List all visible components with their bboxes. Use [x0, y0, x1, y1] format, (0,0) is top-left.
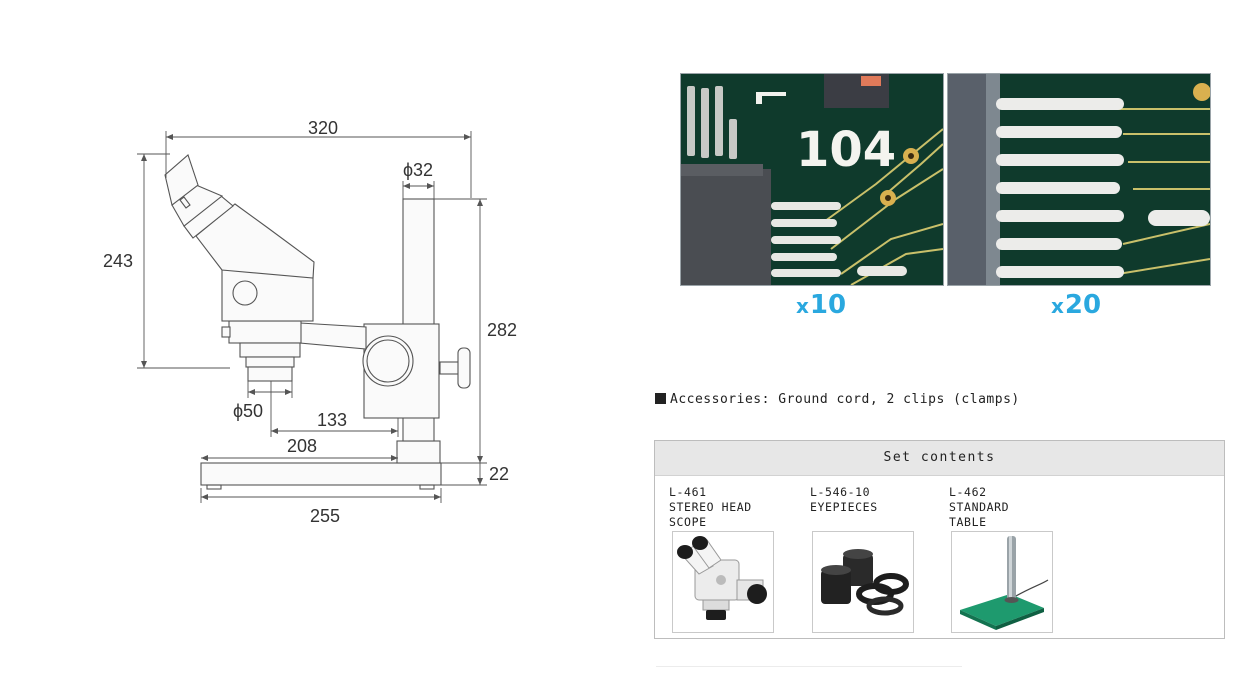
stereo-head-thumbnail [672, 531, 774, 633]
magnification-x10: x10 [781, 290, 861, 320]
item-code: L-546-10 [810, 485, 871, 499]
item-code: L-462 [949, 485, 987, 499]
pcb-x10-image: 104 [681, 74, 943, 285]
set-contents-box: Set contents L-461 STEREO HEAD SCOPE L-5… [654, 440, 1225, 639]
dim-base-thickness: 22 [489, 464, 509, 484]
accessories-text: Accessories: Ground cord, 2 clips (clamp… [670, 392, 1020, 407]
dim-height-left: 243 [103, 251, 133, 271]
mag-prefix-x10: x [795, 294, 809, 318]
dim-reach: 133 [317, 410, 347, 430]
item-name: EYEPIECES [810, 500, 878, 514]
standard-table-icon [960, 536, 1049, 630]
dim-base-width: 255 [310, 506, 340, 526]
stereo-head-icon [677, 536, 767, 620]
pcb-photo-x10: 104 [680, 73, 944, 286]
set-item-standard-table: L-462 STANDARD TABLE [949, 485, 1009, 530]
microscope-dimension-drawing: 320 243 ϕ32 282 ϕ50 133 208 22 255 [103, 118, 517, 526]
dim-pillar-diameter: ϕ32 [403, 160, 433, 180]
set-item-eyepieces: L-546-10 EYEPIECES [810, 485, 878, 515]
item-code: L-461 [669, 485, 707, 499]
dim-height-right: 282 [487, 320, 517, 340]
eyepieces-thumbnail [812, 531, 914, 633]
bullet-square-icon [655, 393, 666, 404]
mag-prefix-x20: x [1050, 294, 1064, 318]
pcb-x20-image [948, 74, 1210, 285]
dim-width-total: 320 [308, 118, 338, 138]
pcb-photo-x20 [947, 73, 1211, 286]
magnification-x20: x20 [1036, 290, 1116, 320]
pcb-chip-label: 104 [796, 122, 896, 178]
item-name: STANDARD TABLE [949, 500, 1010, 529]
mag-value-x10: 10 [809, 290, 847, 320]
accessories-note: Accessories: Ground cord, 2 clips (clamp… [655, 392, 1020, 407]
standard-table-thumbnail [951, 531, 1053, 633]
set-item-stereo-head: L-461 STEREO HEAD SCOPE [669, 485, 752, 530]
eyepieces-icon [821, 549, 909, 616]
item-name: STEREO HEAD SCOPE [669, 500, 752, 529]
dim-base-reach: 208 [287, 436, 317, 456]
dim-objective-diameter: ϕ50 [233, 401, 263, 421]
set-contents-title: Set contents [655, 441, 1224, 476]
divider [656, 666, 962, 667]
mag-value-x20: 20 [1064, 290, 1102, 320]
